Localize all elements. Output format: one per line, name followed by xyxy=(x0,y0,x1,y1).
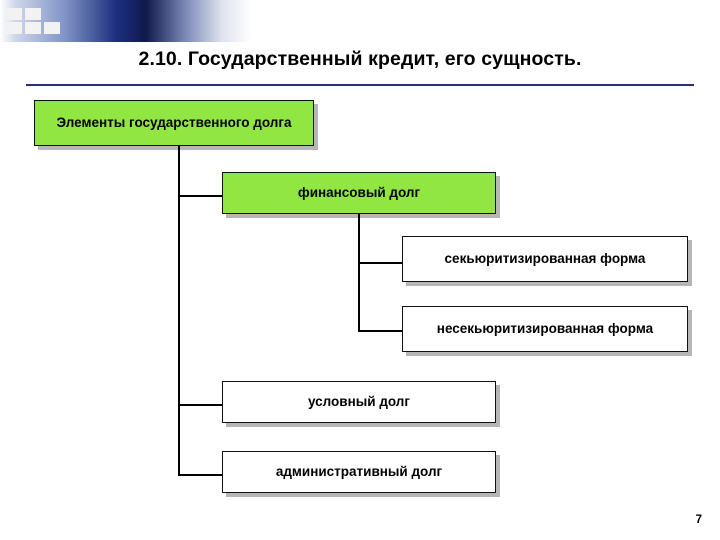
node-financial-debt[interactable]: финансовый долг xyxy=(222,172,496,214)
decorative-header-bar xyxy=(0,0,252,42)
page-number: 7 xyxy=(695,514,702,526)
node-administrative-debt[interactable]: административный долг xyxy=(222,451,496,493)
node-conditional-debt-label: условный долг xyxy=(307,394,411,410)
checker-squares xyxy=(6,8,60,34)
node-securitized-form-label: секьюритизированная форма xyxy=(444,251,646,267)
connector-to-financial-debt xyxy=(178,195,224,197)
node-financial-debt-label: финансовый долг xyxy=(297,185,421,201)
slide-title: 2.10. Государственный кредит, его сущнос… xyxy=(138,48,582,70)
node-administrative-debt-label: административный долг xyxy=(275,464,443,480)
node-securitized-form[interactable]: секьюритизированная форма xyxy=(402,236,688,282)
gradient-band xyxy=(0,0,252,42)
connector-to-securitized xyxy=(358,262,404,264)
title-divider xyxy=(26,84,694,86)
connector-to-conditional-debt xyxy=(178,404,224,406)
node-root-label: Элементы государственного долга xyxy=(56,115,292,131)
connector-to-nonsecuritized xyxy=(358,330,404,332)
connector-branch-vertical xyxy=(358,197,360,331)
node-root-state-debt-elements[interactable]: Элементы государственного долга xyxy=(34,100,314,146)
node-conditional-debt[interactable]: условный долг xyxy=(222,381,496,423)
node-nonsecuritized-form-label: несекьюритизированная форма xyxy=(436,321,654,337)
node-nonsecuritized-form[interactable]: несекьюритизированная форма xyxy=(402,306,688,352)
connector-to-administrative-debt xyxy=(178,474,224,476)
connector-trunk-vertical xyxy=(178,145,180,475)
